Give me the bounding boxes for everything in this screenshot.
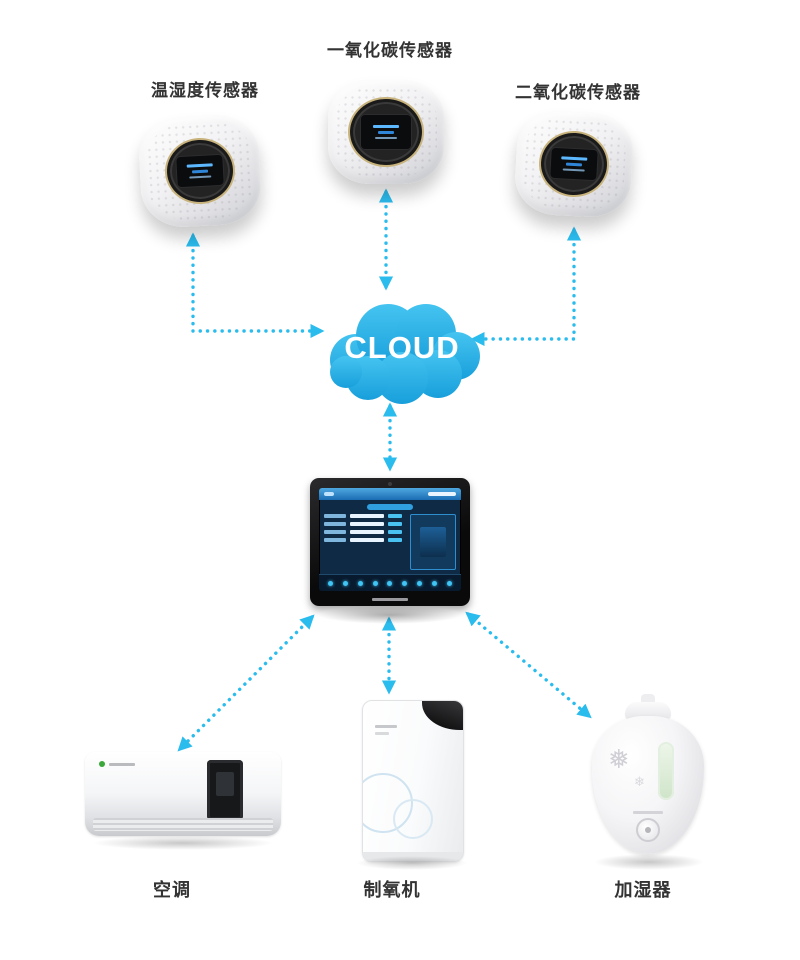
arrow-controller-humidifier bbox=[465, 611, 592, 719]
water-level-window bbox=[658, 742, 674, 800]
camera-dot-icon bbox=[388, 482, 392, 486]
humidifier-cap bbox=[625, 702, 671, 720]
ac-shadow bbox=[92, 836, 274, 850]
ac-vent bbox=[93, 818, 273, 831]
ac-logo-icon bbox=[99, 761, 105, 767]
ac-brand-text bbox=[109, 763, 135, 766]
ac-display bbox=[207, 760, 243, 820]
humidifier-nozzle bbox=[641, 694, 655, 704]
screen-dock bbox=[319, 574, 461, 591]
cloud-label: CLOUD bbox=[344, 330, 460, 365]
humidifier-shadow bbox=[594, 854, 704, 870]
sensor-display bbox=[176, 154, 224, 188]
oxygen-base bbox=[363, 852, 463, 861]
brand-mark bbox=[372, 598, 408, 601]
arrow-co2-sensor-cloud bbox=[470, 226, 582, 347]
oxygen-top-panel bbox=[422, 701, 463, 730]
snowflake-icon: ❄ bbox=[634, 774, 645, 789]
label-oxygen-generator: 制氧机 bbox=[363, 880, 421, 900]
screen-header bbox=[319, 488, 461, 500]
label-co2-sensor: 二氧化碳传感器 bbox=[515, 83, 641, 102]
control-panel-device bbox=[310, 478, 470, 606]
air-conditioner-device bbox=[85, 752, 281, 836]
label-humidifier: 加湿器 bbox=[614, 880, 672, 900]
control-panel-screen bbox=[319, 488, 461, 591]
label-co-sensor: 一氧化碳传感器 bbox=[327, 41, 453, 60]
oxygen-control-bar bbox=[375, 725, 397, 728]
arrow-temp-sensor-cloud bbox=[185, 232, 325, 339]
humidifier-body: ❅ ❄ bbox=[592, 716, 704, 854]
co2-sensor-device bbox=[513, 109, 635, 219]
label-temp-humidity-sensor: 温湿度传感器 bbox=[151, 81, 259, 100]
oxygen-control-bar-2 bbox=[375, 732, 389, 735]
arrow-controller-ac bbox=[177, 614, 315, 752]
humidifier-device: ❅ ❄ bbox=[590, 694, 706, 862]
decor-circle bbox=[393, 799, 433, 839]
label-air-conditioner: 空调 bbox=[153, 880, 191, 900]
cloud-icon bbox=[330, 304, 480, 404]
screen-body bbox=[319, 500, 461, 575]
sensor-display bbox=[361, 115, 411, 149]
tablet-shadow bbox=[318, 606, 462, 624]
humidifier-brand-text bbox=[633, 811, 663, 814]
oxygen-generator-device bbox=[362, 700, 464, 862]
co-sensor-device bbox=[328, 80, 444, 184]
oxygen-shadow bbox=[356, 856, 468, 870]
snowflake-icon: ❅ bbox=[608, 744, 630, 774]
temp-humidity-sensor-device bbox=[137, 112, 263, 230]
humidifier-knob bbox=[636, 818, 660, 842]
sensor-display bbox=[550, 147, 598, 181]
cloud-node: CLOUD bbox=[316, 290, 488, 406]
